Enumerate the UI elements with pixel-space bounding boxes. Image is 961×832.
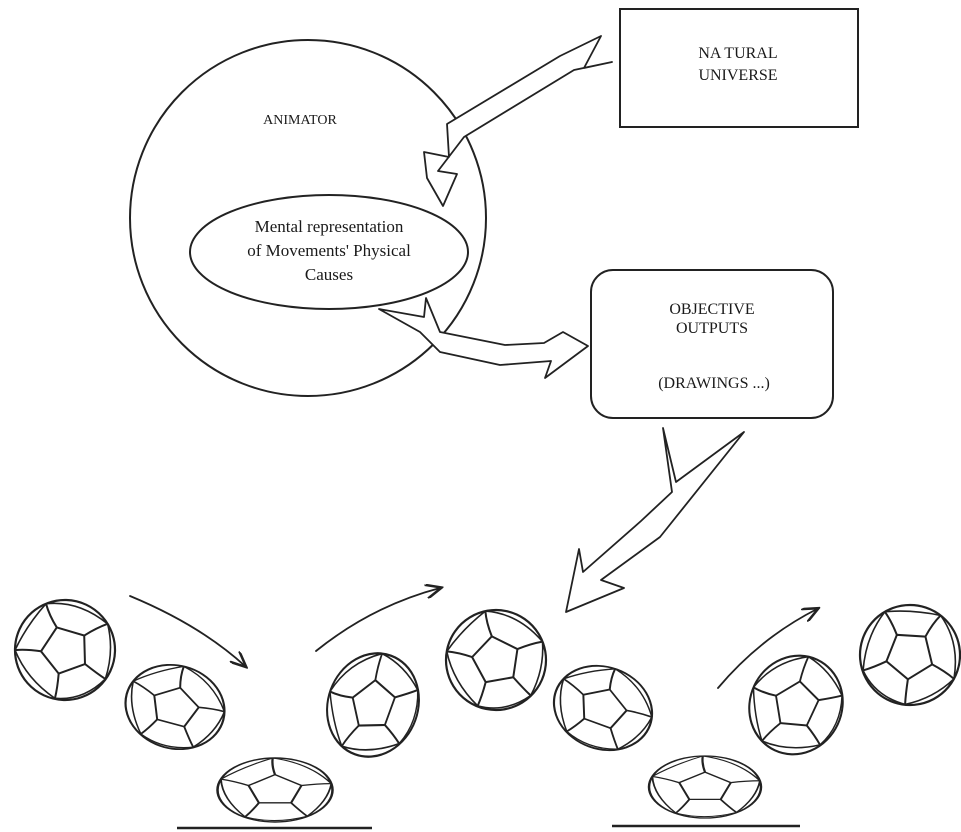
motion-arrow-up-1 — [315, 588, 440, 652]
motion-arrow-down-1 — [129, 595, 245, 666]
arrow-outputs-to-drawings — [565, 427, 745, 613]
ball-5 — [436, 600, 556, 720]
arrow-universe-to-animator — [423, 35, 613, 207]
motion-arrow-up-2 — [717, 609, 817, 689]
mental-representation-line-1: Mental representation — [255, 217, 404, 236]
natural-universe-line-1: NA TURAL — [698, 45, 777, 62]
arrow-animator-to-outputs — [378, 297, 589, 379]
objective-outputs-note: (DRAWINGS ...) — [658, 375, 770, 392]
ball-7 — [647, 754, 763, 820]
objective-outputs-line-1: OBJECTIVE — [669, 301, 754, 318]
ball-9 — [838, 583, 961, 727]
ball-3 — [216, 756, 334, 824]
animator-circle — [129, 39, 487, 397]
ball-2 — [114, 652, 236, 762]
ball-8 — [732, 639, 860, 771]
mental-representation-ellipse — [189, 194, 469, 310]
natural-universe-box — [619, 8, 859, 128]
animator-label: ANIMATOR — [263, 113, 337, 128]
objective-outputs-line-2: OUTPUTS — [676, 320, 748, 337]
natural-universe-line-2: UNIVERSE — [698, 67, 777, 84]
mental-representation-line-2: of Movements' Physical — [247, 241, 411, 260]
ball-1 — [0, 584, 131, 716]
ball-6 — [540, 651, 666, 765]
objective-outputs-box — [590, 269, 834, 419]
ball-4 — [311, 639, 435, 771]
mental-representation-line-3: Causes — [305, 265, 353, 284]
